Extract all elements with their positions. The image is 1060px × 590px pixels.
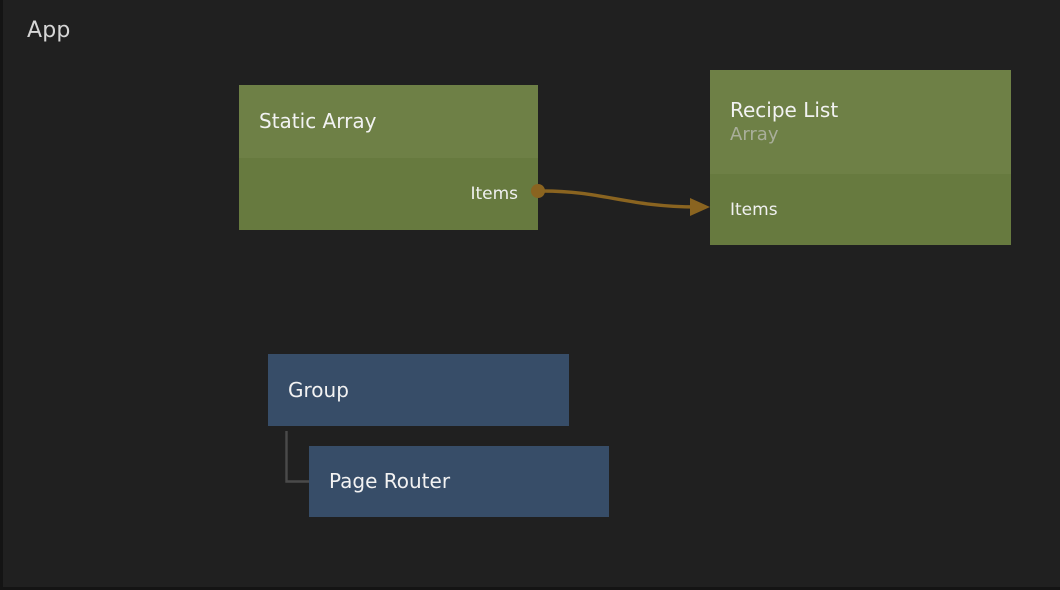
connection-arrowhead — [690, 198, 710, 216]
canvas-title: App — [27, 18, 71, 43]
port-dot-icon[interactable] — [531, 184, 545, 198]
node-recipe-list-body[interactable]: Items — [710, 174, 1011, 245]
connection-group-to-page-router — [285, 431, 309, 483]
port-recipe-list-items[interactable]: Items — [730, 199, 778, 220]
node-recipe-list-header[interactable]: Recipe List Array — [710, 70, 1011, 174]
node-page-router[interactable]: Page Router — [309, 446, 609, 517]
node-static-array-body[interactable]: Items — [239, 158, 538, 230]
connection-items-to-items — [541, 189, 699, 209]
node-recipe-list[interactable]: Recipe List Array Items — [710, 70, 1011, 245]
node-page-router-header[interactable]: Page Router — [309, 446, 609, 517]
node-static-array[interactable]: Static Array Items — [239, 85, 538, 230]
node-group-title: Group — [288, 377, 349, 402]
node-recipe-list-subtitle: Array — [730, 123, 779, 145]
node-recipe-list-title: Recipe List — [730, 98, 839, 123]
node-static-array-title: Static Array — [259, 109, 377, 134]
node-group-header[interactable]: Group — [268, 354, 569, 426]
node-static-array-header[interactable]: Static Array — [239, 85, 538, 158]
node-group[interactable]: Group — [268, 354, 569, 426]
port-static-array-items[interactable]: Items — [470, 184, 518, 204]
node-page-router-title: Page Router — [329, 469, 451, 494]
